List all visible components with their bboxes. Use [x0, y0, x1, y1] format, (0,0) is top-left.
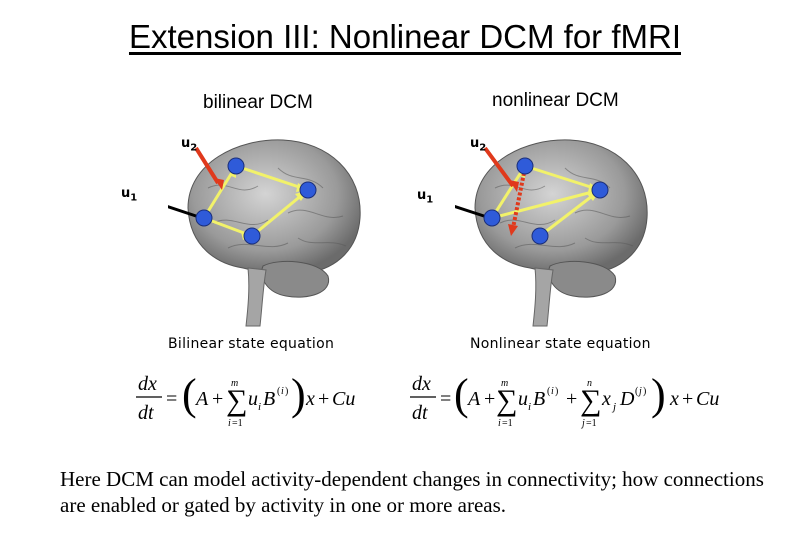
svg-text:dt: dt — [412, 402, 428, 424]
svg-text:n: n — [587, 378, 592, 389]
svg-text:dx: dx — [412, 373, 431, 395]
svg-text:(: ( — [547, 386, 551, 397]
right-u1-label: u1 — [417, 188, 434, 206]
svg-text:i: i — [258, 401, 261, 413]
svg-text:=1: =1 — [586, 418, 597, 429]
region-node-2 — [299, 181, 317, 199]
svg-text:+: + — [212, 388, 223, 410]
svg-text:∑: ∑ — [580, 384, 601, 417]
svg-text:=1: =1 — [502, 418, 513, 429]
svg-text:dt: dt — [138, 402, 154, 424]
svg-text:x: x — [669, 388, 679, 410]
right-u2-label: u2 — [470, 136, 487, 154]
svg-text:): ) — [291, 370, 306, 419]
svg-text:j: j — [611, 401, 616, 413]
svg-text:∑: ∑ — [226, 384, 247, 417]
region-node-3 — [195, 209, 213, 227]
svg-text:u: u — [248, 388, 258, 410]
brain-stem — [245, 267, 267, 327]
region-node-1 — [516, 157, 534, 175]
svg-text:(: ( — [182, 370, 197, 419]
region-node-3 — [483, 209, 501, 227]
brain-cortex — [474, 139, 648, 276]
svg-text:B: B — [533, 388, 545, 410]
svg-text:A: A — [194, 388, 209, 410]
svg-text:i: i — [281, 386, 284, 397]
nonlinear-equation-caption: Nonlinear state equation — [470, 336, 651, 352]
svg-text:x: x — [305, 388, 315, 410]
svg-text:+: + — [566, 388, 577, 410]
svg-text:i: i — [228, 418, 231, 429]
svg-text:): ) — [643, 386, 646, 397]
svg-text:∑: ∑ — [496, 384, 517, 417]
svg-text:(: ( — [277, 386, 281, 397]
svg-text:+: + — [318, 388, 329, 410]
page-title: Extension III: Nonlinear DCM for fMRI — [128, 18, 681, 55]
svg-text:+: + — [682, 388, 693, 410]
brain-stem — [532, 267, 554, 327]
bilinear-equation-caption: Bilinear state equation — [168, 336, 335, 352]
left-u1-label: u1 — [121, 186, 138, 204]
bilinear-brain-diagram — [168, 139, 361, 327]
svg-text:=1: =1 — [232, 418, 243, 429]
svg-text:A: A — [466, 388, 481, 410]
footer-description: Here DCM can model activity-dependent ch… — [60, 467, 764, 517]
svg-text:+: + — [484, 388, 495, 410]
nonlinear-brain-diagram — [455, 139, 648, 327]
svg-text:i: i — [551, 386, 554, 397]
svg-text:Cu: Cu — [332, 388, 355, 410]
svg-text:D: D — [619, 388, 635, 410]
svg-text:Cu: Cu — [696, 388, 719, 410]
brain-cortex — [187, 139, 361, 276]
left-u2-label: u2 — [181, 136, 198, 154]
svg-text:(: ( — [454, 370, 469, 419]
svg-text:dx: dx — [138, 373, 157, 395]
svg-text:): ) — [555, 386, 558, 397]
svg-text:m: m — [231, 378, 238, 389]
svg-text:): ) — [651, 370, 666, 419]
svg-text:B: B — [263, 388, 275, 410]
brain-cerebellum — [261, 260, 330, 298]
region-node-4 — [531, 227, 549, 245]
svg-text:=: = — [440, 388, 451, 410]
svg-text:(: ( — [635, 386, 639, 397]
svg-text:u: u — [518, 388, 528, 410]
svg-text:m: m — [501, 378, 508, 389]
region-node-2 — [591, 181, 609, 199]
bilinear-dcm-label: bilinear DCM — [203, 92, 313, 113]
svg-text:i: i — [498, 418, 501, 429]
svg-text:=: = — [166, 388, 177, 410]
svg-text:): ) — [285, 386, 288, 397]
region-node-4 — [243, 227, 261, 245]
svg-text:i: i — [528, 401, 531, 413]
region-node-1 — [227, 157, 245, 175]
nonlinear-dcm-label: nonlinear DCM — [492, 90, 619, 111]
brain-cerebellum — [548, 260, 617, 298]
svg-text:j: j — [580, 418, 585, 429]
svg-text:x: x — [601, 388, 611, 410]
svg-text:j: j — [637, 386, 642, 397]
